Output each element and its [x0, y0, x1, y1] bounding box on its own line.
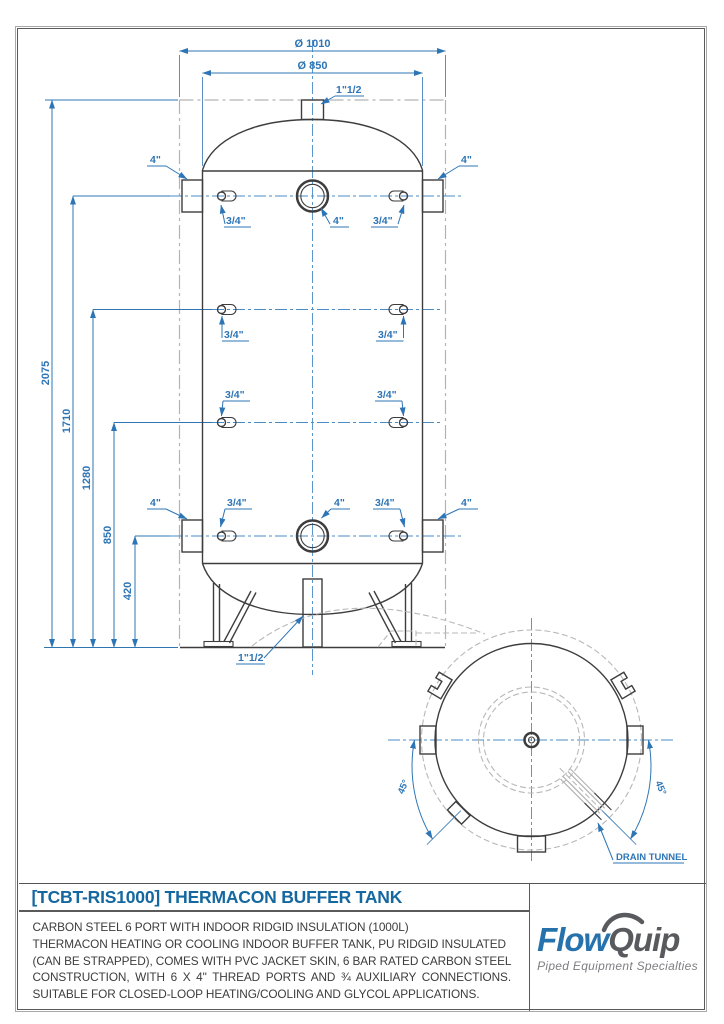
top-port-nozzle — [300, 99, 325, 121]
dim-label-height-850: 850 — [102, 526, 114, 544]
dim-label-height-1280: 1280 — [81, 466, 93, 490]
tank-legs — [203, 583, 486, 648]
port-label-4in: 4" — [150, 497, 161, 509]
side-port-4in — [421, 519, 444, 553]
port-row-top — [181, 179, 444, 213]
center-port-top — [523, 731, 540, 749]
port-label-34in: 3/4" — [375, 497, 395, 509]
page-title: [TCBT-RIS1000] THERMACON BUFFER TANK — [18, 884, 529, 912]
port-label-4in: 4" — [461, 497, 472, 509]
centerlines — [73, 40, 463, 675]
side-port-tab-bottom — [516, 835, 547, 853]
hidden-drain-outline — [377, 630, 417, 648]
height-dimensions: 2075 1710 1280 850 420 — [40, 99, 178, 648]
aux-port-34in — [221, 303, 237, 316]
title-block: [TCBT-RIS1000] THERMACON BUFFER TANK CAR… — [18, 883, 706, 1011]
dim-label-tank-diameter: Ø 850 — [298, 60, 328, 72]
aux-port-34in — [388, 190, 404, 202]
side-port-4in — [181, 519, 204, 553]
sheet-border-frame — [15, 26, 707, 1012]
dim-outer-diameter: Ø 1010 — [179, 38, 446, 97]
hidden-insulation-bottom — [251, 607, 486, 647]
port-row-lower-aux — [216, 416, 409, 429]
title-block-left: [TCBT-RIS1000] THERMACON BUFFER TANK CAR… — [18, 884, 529, 1011]
label-bottom-port: 1"1/2 — [236, 615, 304, 665]
tank-body — [180, 99, 445, 649]
dim-label-height-1710: 1710 — [61, 409, 73, 433]
side-port-4in — [421, 179, 444, 213]
center-port-4in — [295, 179, 330, 213]
center-port-4in — [295, 519, 330, 553]
aux-port-34in — [221, 190, 237, 202]
logo-wordmark: FlowQuip — [537, 912, 698, 958]
port-label-34in: 3/4" — [377, 389, 397, 401]
labels-row-bottom: 4" 4" 3/4" 4" 3/4" — [147, 497, 478, 528]
strap-slot-upper-right — [609, 671, 637, 700]
front-view: Ø 1010 Ø 850 2075 1710 1280 850 420 — [40, 38, 486, 675]
flowquip-logo: FlowQuip Piped Equipment Specialties — [537, 912, 698, 973]
port-label-4in: 4" — [334, 497, 345, 509]
angle-label-right: 45° — [652, 779, 668, 797]
side-port-4in — [181, 179, 204, 213]
port-label-1half: 1"1/2 — [336, 84, 362, 96]
strap-slot-upper-left — [426, 671, 454, 700]
aux-port-34in — [388, 416, 404, 429]
labels-row-top: 4" 4" 3/4" 4" 3/4" — [147, 154, 478, 228]
description-line: THERMACON HEATING OR COOLING INDOOR BUFF… — [32, 936, 507, 951]
technical-drawing: Ø 1010 Ø 850 2075 1710 1280 850 420 — [40, 38, 687, 864]
label-top-port: 1"1/2 — [320, 84, 364, 105]
logo-text-flow: Flow — [537, 920, 609, 958]
description-line: CARBON STEEL 6 PORT WITH INDOOR RIDGID I… — [32, 920, 409, 934]
port-label-4in: 4" — [150, 154, 161, 166]
logo-panel: FlowQuip Piped Equipment Specialties — [528, 884, 706, 1011]
labels-row-lower-aux: 3/4" 3/4" — [219, 389, 406, 417]
logo-swoosh-icon — [601, 912, 645, 932]
port-label-1half: 1"1/2 — [238, 652, 264, 664]
port-label-4in: 4" — [461, 154, 472, 166]
labels-row-upper-aux: 3/4" 3/4" — [219, 315, 407, 342]
description-line: CONSTRUCTION, WITH 6 X 4" THREAD PORTS A… — [32, 970, 512, 985]
port-label-34in: 3/4" — [225, 389, 245, 401]
logo-tagline: Piped Equipment Specialties — [537, 958, 698, 973]
label-drain-tunnel: DRAIN TUNNEL — [597, 822, 687, 864]
aux-port-34in — [221, 416, 237, 429]
dim-label-height-total: 2075 — [40, 361, 52, 385]
port-row-upper-aux — [216, 303, 409, 316]
port-label-34in: 3/4" — [226, 215, 246, 227]
port-label-34in: 3/4" — [373, 215, 393, 227]
top-view: 45° 45° DRAIN TUNNEL — [388, 618, 687, 864]
drain-tunnel-label: DRAIN TUNNEL — [616, 852, 687, 863]
port-label-4in: 4" — [333, 215, 344, 227]
aux-port-34in — [388, 530, 404, 542]
angle-label-left: 45° — [396, 778, 412, 796]
dim-label-height-420: 420 — [122, 582, 134, 600]
port-label-34in: 3/4" — [224, 329, 244, 341]
product-description: CARBON STEEL 6 PORT WITH INDOOR RIDGID I… — [19, 912, 529, 1003]
dim-tank-diameter: Ø 850 — [202, 60, 423, 166]
port-label-34in: 3/4" — [227, 497, 247, 509]
angle-dimensions: 45° 45° — [396, 739, 668, 845]
port-row-bottom — [181, 519, 444, 553]
logo-text-quip: Quip — [608, 920, 680, 958]
aux-port-34in — [388, 303, 404, 316]
port-label-34in: 3/4" — [378, 329, 398, 341]
dim-label-outer-diameter: Ø 1010 — [294, 38, 330, 50]
description-line: SUITABLE FOR CLOSED-LOOP HEATING/COOLING… — [32, 987, 480, 1002]
description-line: (CAN BE STRAPPED), COMES WITH PVC JACKET… — [32, 953, 512, 968]
aux-port-34in — [221, 530, 237, 542]
